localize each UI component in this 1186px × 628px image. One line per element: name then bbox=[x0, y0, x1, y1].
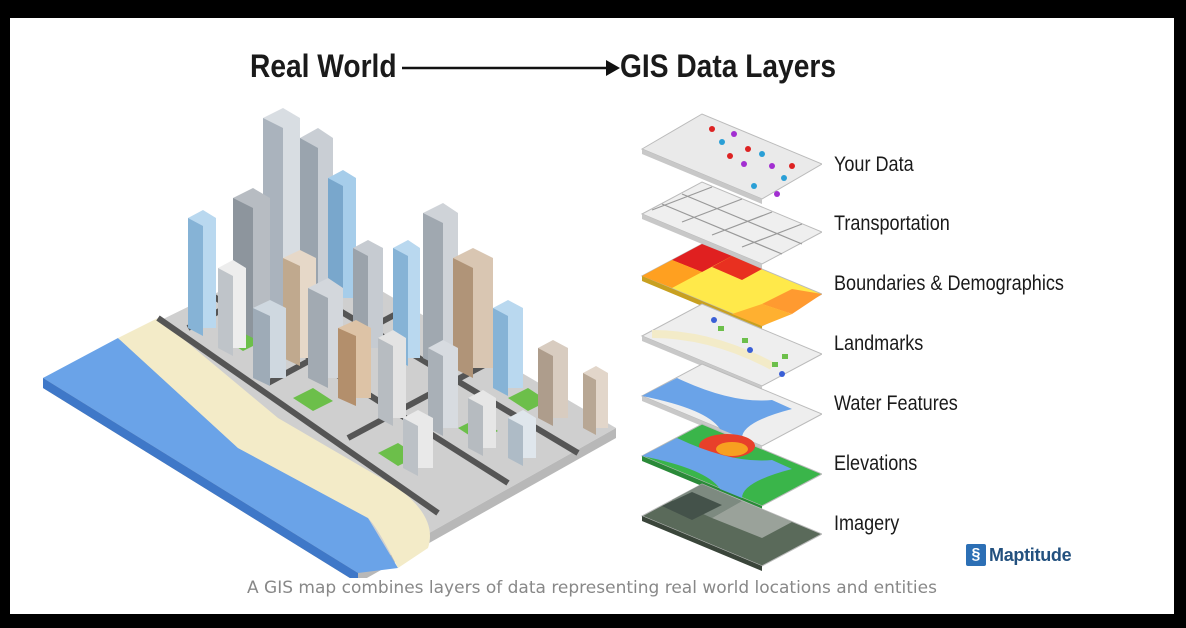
gis-layers-title: GIS Data Layers bbox=[620, 48, 836, 84]
label-transportation: Transportation bbox=[834, 212, 950, 235]
maptitude-logo-icon: § bbox=[966, 544, 986, 566]
your-data-layer bbox=[640, 113, 822, 204]
label-imagery: Imagery bbox=[834, 512, 900, 535]
city-illustration bbox=[43, 108, 616, 578]
satellite-imagery-layer bbox=[640, 483, 822, 571]
real-world-title: Real World bbox=[250, 48, 397, 84]
figure-caption: A GIS map combines layers of data repres… bbox=[247, 578, 937, 598]
right-arrow-icon bbox=[402, 60, 620, 76]
label-your-data: Your Data bbox=[834, 153, 914, 176]
beach-area bbox=[118, 318, 430, 568]
maptitude-logo-text: Maptitude bbox=[989, 544, 1072, 565]
skyscrapers bbox=[188, 108, 608, 476]
label-elevations: Elevations bbox=[834, 452, 918, 475]
gis-layer-stack bbox=[640, 113, 822, 571]
ocean-area bbox=[43, 338, 398, 573]
maptitude-logo: § Maptitude bbox=[966, 544, 1072, 566]
label-water-features: Water Features bbox=[834, 392, 958, 415]
figure-frame: Real World GIS Data Layers bbox=[10, 18, 1174, 614]
label-boundaries-demographics: Boundaries & Demographics bbox=[834, 272, 1064, 295]
label-landmarks: Landmarks bbox=[834, 332, 924, 355]
diagram-heading: Real World GIS Data Layers bbox=[10, 48, 1174, 98]
transportation-layer bbox=[640, 181, 822, 269]
